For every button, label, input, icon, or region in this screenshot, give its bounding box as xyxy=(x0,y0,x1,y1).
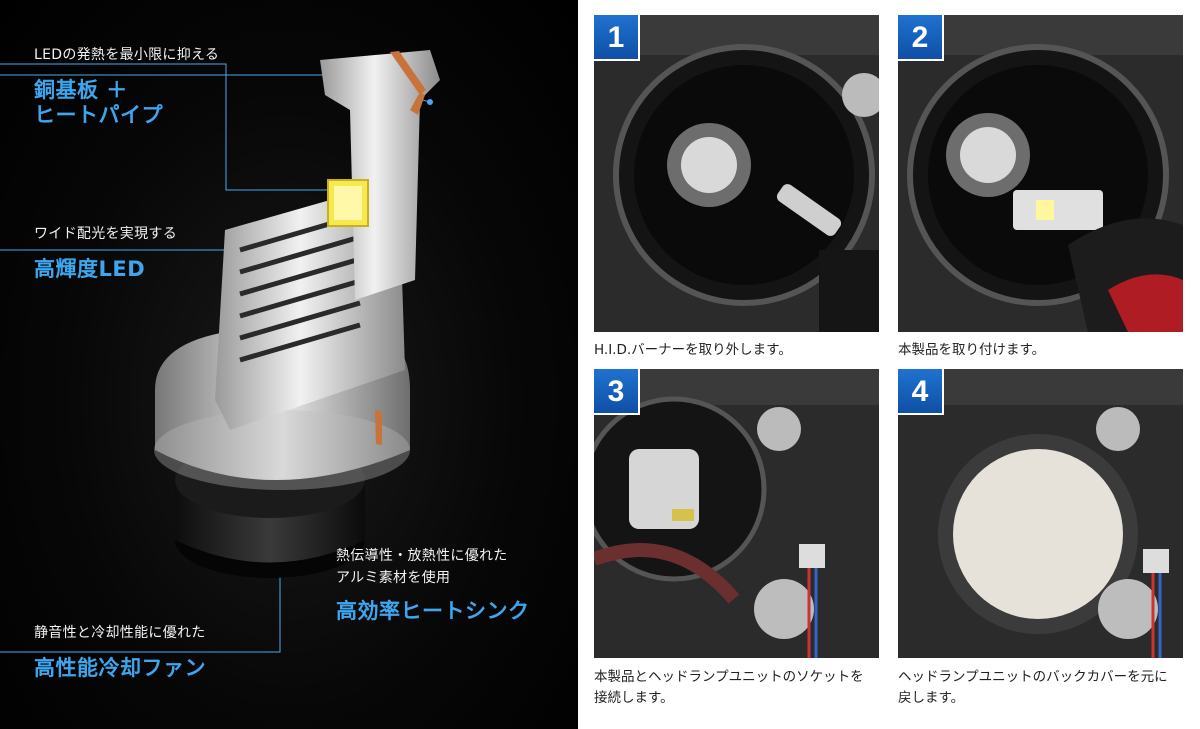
step-3-photo: 3 xyxy=(594,369,879,658)
led-subtitle: ワイド配光を実現する xyxy=(34,226,177,242)
step-2-photo: 2 xyxy=(898,15,1183,332)
heatsink-subtitle-line1: 熱伝導性・放熱性に優れた xyxy=(336,548,508,564)
led-callout: ワイド配光を実現する 高輝度LED xyxy=(34,223,177,282)
fan-heading: 高性能冷却ファン xyxy=(34,656,206,680)
led-heading: 高輝度LED xyxy=(34,257,146,281)
copper-heatpipe-heading-line2: ヒートパイプ xyxy=(34,103,163,127)
copper-heatpipe-callout: LEDの発熱を最小限に抑える 銅基板 ＋ ヒートパイプ xyxy=(34,44,219,128)
step-4-photo-drawing xyxy=(898,369,1183,658)
heatsink-subtitle-line2: アルミ素材を使用 xyxy=(336,570,451,586)
step-1-caption: H.I.D.バーナーを取り外します。 xyxy=(594,340,886,361)
heatsink-callout: 熱伝導性・放熱性に優れた アルミ素材を使用 高効率ヒートシンク xyxy=(336,545,530,624)
step-1-caption-line1: H.I.D.バーナーを取り外します。 xyxy=(594,342,792,358)
step-3-caption: 本製品とヘッドランプユニットのソケットを 接続します。 xyxy=(594,667,886,709)
step-2-number-badge: 2 xyxy=(898,15,944,61)
fan-subtitle: 静音性と冷却性能に優れた xyxy=(34,625,206,641)
step-3-caption-line1: 本製品とヘッドランプユニットのソケットを xyxy=(594,669,864,685)
step-4-caption-line2: 戻します。 xyxy=(898,690,965,706)
copper-heatpipe-subtitle: LEDの発熱を最小限に抑える xyxy=(34,47,220,63)
step-1-number-badge: 1 xyxy=(594,15,640,61)
installation-steps-panel: 1 H.I.D.バーナーを取り外します。 2 本製品を取り付けます。 xyxy=(578,0,1200,729)
fan-callout: 静音性と冷却性能に優れた 高性能冷却ファン xyxy=(34,622,206,681)
step-3-caption-line2: 接続します。 xyxy=(594,690,674,706)
step-4-caption: ヘッドランプユニットのバックカバーを元に 戻します。 xyxy=(898,667,1190,709)
step-1-photo-drawing xyxy=(594,15,879,332)
product-feature-panel: LEDの発熱を最小限に抑える 銅基板 ＋ ヒートパイプ ワイド配光を実現する 高… xyxy=(0,0,578,729)
step-3-number-badge: 3 xyxy=(594,369,640,415)
step-3-photo-drawing xyxy=(594,369,879,658)
step-2-caption-line1: 本製品を取り付けます。 xyxy=(898,342,1046,358)
step-4-number-badge: 4 xyxy=(898,369,944,415)
step-2-caption: 本製品を取り付けます。 xyxy=(898,340,1190,361)
step-2-photo-drawing xyxy=(898,15,1183,332)
led-bulb-illustration xyxy=(154,50,440,578)
step-4-photo: 4 xyxy=(898,369,1183,658)
copper-heatpipe-heading-line1: 銅基板 ＋ xyxy=(34,78,128,102)
step-1-photo: 1 xyxy=(594,15,879,332)
heatsink-heading: 高効率ヒートシンク xyxy=(336,599,530,623)
step-4-caption-line1: ヘッドランプユニットのバックカバーを元に xyxy=(898,669,1168,685)
